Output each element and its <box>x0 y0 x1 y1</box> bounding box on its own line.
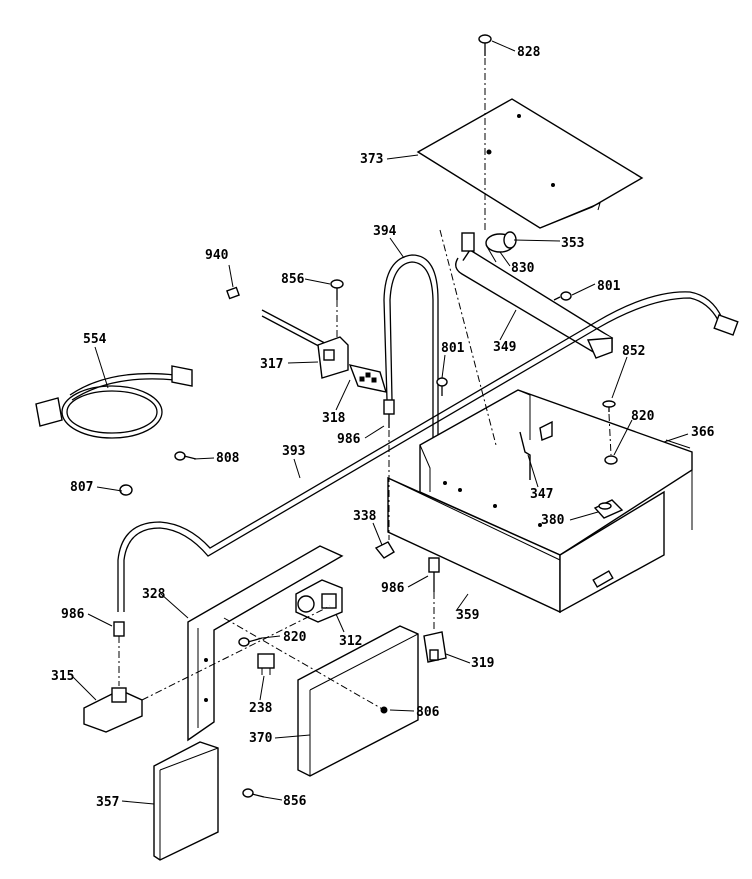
part-pilot-315 <box>83 605 331 733</box>
callout-806: 806 <box>416 705 440 720</box>
part-screw-807 <box>119 484 133 496</box>
callout-359: 359 <box>456 608 479 623</box>
callout-830: 830 <box>511 261 535 276</box>
part-852-930 <box>602 400 618 465</box>
part-panel-357 <box>153 741 265 861</box>
callout-370: 370 <box>249 731 273 746</box>
part-panel-370 <box>297 625 419 777</box>
callout-828: 828 <box>517 45 541 60</box>
callout-380: 380 <box>541 513 565 528</box>
callout-986-top: 986 <box>337 432 361 447</box>
part-bracket-380 <box>593 499 624 519</box>
callout-319: 319 <box>471 656 494 671</box>
callout-801-right: 801 <box>597 279 621 294</box>
part-screw-808 <box>174 451 197 461</box>
callout-856-bottom: 856 <box>283 794 307 809</box>
part-gas-valve-312 <box>295 579 343 623</box>
callout-349: 349 <box>493 340 516 355</box>
part-tray-359 <box>387 389 693 614</box>
callout-393: 393 <box>282 444 305 459</box>
callout-394: 394 <box>373 224 397 239</box>
part-bracket-347 <box>519 420 553 480</box>
callout-986-mid: 986 <box>381 581 405 596</box>
callout-312: 312 <box>339 634 362 649</box>
callout-labels: 828 373 394 353 830 940 856 801 554 317 … <box>51 45 715 810</box>
part-valve-bracket-317 <box>261 309 388 393</box>
callout-317: 317 <box>260 357 283 372</box>
callout-238: 238 <box>249 701 273 716</box>
callout-940: 940 <box>205 248 229 263</box>
callout-801-mid: 801 <box>441 341 465 356</box>
callout-315: 315 <box>51 669 74 684</box>
part-power-cord-554 <box>35 365 193 439</box>
part-bracket-328 <box>187 545 344 742</box>
callout-808: 808 <box>216 451 240 466</box>
part-fitting-986-top <box>383 399 395 540</box>
part-screw-801-top <box>553 291 572 301</box>
callout-554: 554 <box>83 332 107 347</box>
part-screw-856-top <box>330 279 344 340</box>
part-fitting-986-mid <box>428 557 440 632</box>
part-screw-828 <box>478 34 492 230</box>
callout-856-top: 856 <box>281 272 305 287</box>
callout-328: 328 <box>142 587 166 602</box>
callout-807: 807 <box>70 480 93 495</box>
callout-338: 338 <box>353 509 377 524</box>
callout-820-right: 820 <box>631 409 655 424</box>
callout-852: 852 <box>622 344 645 359</box>
part-burner-tube <box>455 231 614 359</box>
part-940 <box>226 286 240 300</box>
part-cover-plate <box>416 98 644 229</box>
part-gas-tube-393 <box>117 291 739 612</box>
leader-lines <box>71 40 689 805</box>
callout-347: 347 <box>530 487 553 502</box>
callout-357: 357 <box>96 795 119 810</box>
callout-373: 373 <box>360 152 383 167</box>
part-238 <box>257 653 275 675</box>
callout-366: 366 <box>691 425 715 440</box>
callout-986-left: 986 <box>61 607 85 622</box>
part-valve-319 <box>423 631 447 663</box>
callout-820-left: 820 <box>283 630 307 645</box>
part-thermocouple-394 <box>383 254 439 440</box>
callout-353: 353 <box>561 236 584 251</box>
callout-318: 318 <box>322 411 346 426</box>
part-338 <box>374 541 395 559</box>
